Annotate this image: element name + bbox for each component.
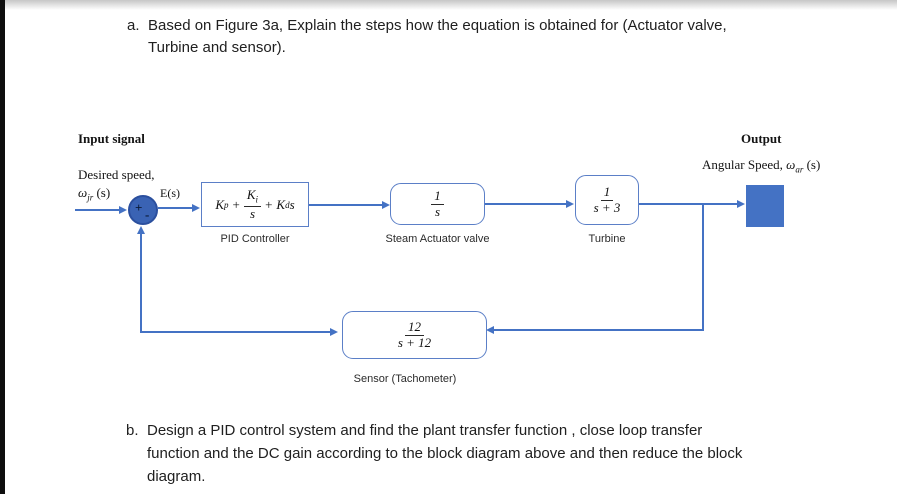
omega-input-arg: (s) (96, 185, 111, 200)
pid-plus-1: + (232, 196, 240, 212)
input-signal-label: Input signal (78, 131, 145, 146)
angular-speed-label: Angular Speed, ωar (s) (702, 157, 820, 175)
pid-kd-sub: d (285, 199, 290, 210)
pid-to-valve-line (309, 204, 383, 206)
valve-to-turbine-arrowhead (566, 200, 574, 208)
pid-ki: K (246, 187, 256, 203)
question-a: a. Based on Figure 3a, Explain the steps… (127, 15, 727, 59)
pid-to-valve-arrowhead (382, 201, 390, 209)
error-signal-label: E(s) (160, 186, 180, 200)
pid-kp: K (215, 196, 225, 212)
summing-junction: + - (128, 195, 158, 225)
question-b-line-1: Design a PID control system and find the… (147, 422, 703, 439)
omega-output-subscript: ar (795, 164, 804, 175)
valve-block-label: Steam Actuator valve (385, 233, 490, 245)
sum-minus-sign: - (145, 207, 150, 222)
question-a-line-1: Based on Figure 3a, Explain the steps ho… (148, 17, 727, 34)
desired-speed-label: Desired speed, (78, 167, 155, 182)
pid-block-label: PID Controller (220, 233, 290, 245)
sensor-block-label: Sensor (Tachometer) (353, 373, 457, 385)
angular-speed-text: Angular Speed, (702, 157, 783, 172)
pid-fraction-numerator: Ki (243, 187, 262, 207)
sum-feedback-arrowhead (137, 226, 145, 234)
turbine-denominator: s + 3 (593, 199, 621, 215)
omega-input-label: ωjr (s) (78, 185, 110, 203)
sensor-input-arrowhead (486, 326, 494, 334)
valve-numerator: 1 (431, 188, 444, 205)
omega-input-subscript: jr (87, 192, 94, 203)
pid-kd-var: s (289, 196, 295, 212)
valve-denominator: s (434, 203, 441, 219)
question-a-label: a. (127, 17, 140, 34)
turbine-numerator: 1 (600, 184, 614, 201)
pid-kd: K (276, 196, 286, 212)
left-black-bar (0, 0, 5, 494)
omega-output-arg: (s) (806, 157, 821, 172)
pid-plus-2: + (265, 196, 273, 212)
question-a-line-2: Turbine and sensor). (148, 39, 286, 56)
question-b-line-3: diagram. (147, 468, 206, 485)
input-line (75, 209, 120, 211)
sum-plus-sign: + (135, 200, 143, 215)
feedback-right-vertical-line (702, 203, 704, 331)
pid-kp-sub: p (224, 199, 229, 210)
error-arrowhead (192, 204, 200, 212)
feedback-left-vertical-line (140, 234, 142, 333)
input-arrowhead (119, 206, 127, 214)
feedback-bottom-right-line (493, 329, 704, 331)
sensor-numerator: 12 (405, 319, 424, 336)
sensor-left-arrowhead (330, 328, 338, 336)
pid-ki-sub: i (255, 194, 259, 205)
question-b-line-2: function and the DC gain according to th… (147, 445, 743, 462)
turbine-to-output-line (639, 203, 739, 205)
output-label: Output (741, 131, 782, 146)
feedback-bottom-left-line (141, 331, 332, 333)
error-line (158, 207, 193, 209)
omega-output-symbol: ω (786, 157, 796, 172)
output-arrowhead (737, 200, 745, 208)
omega-input-symbol: ω (78, 185, 88, 200)
sensor-denominator: s + 12 (397, 334, 432, 350)
output-square (746, 185, 784, 227)
pid-fraction-denominator: s (249, 205, 255, 221)
question-b-label: b. (126, 422, 139, 439)
top-gradient-strip (0, 0, 897, 10)
turbine-block-label: Turbine (588, 233, 626, 245)
question-b: b. Design a PID control system and find … (126, 419, 742, 488)
valve-to-turbine-line (485, 203, 569, 205)
